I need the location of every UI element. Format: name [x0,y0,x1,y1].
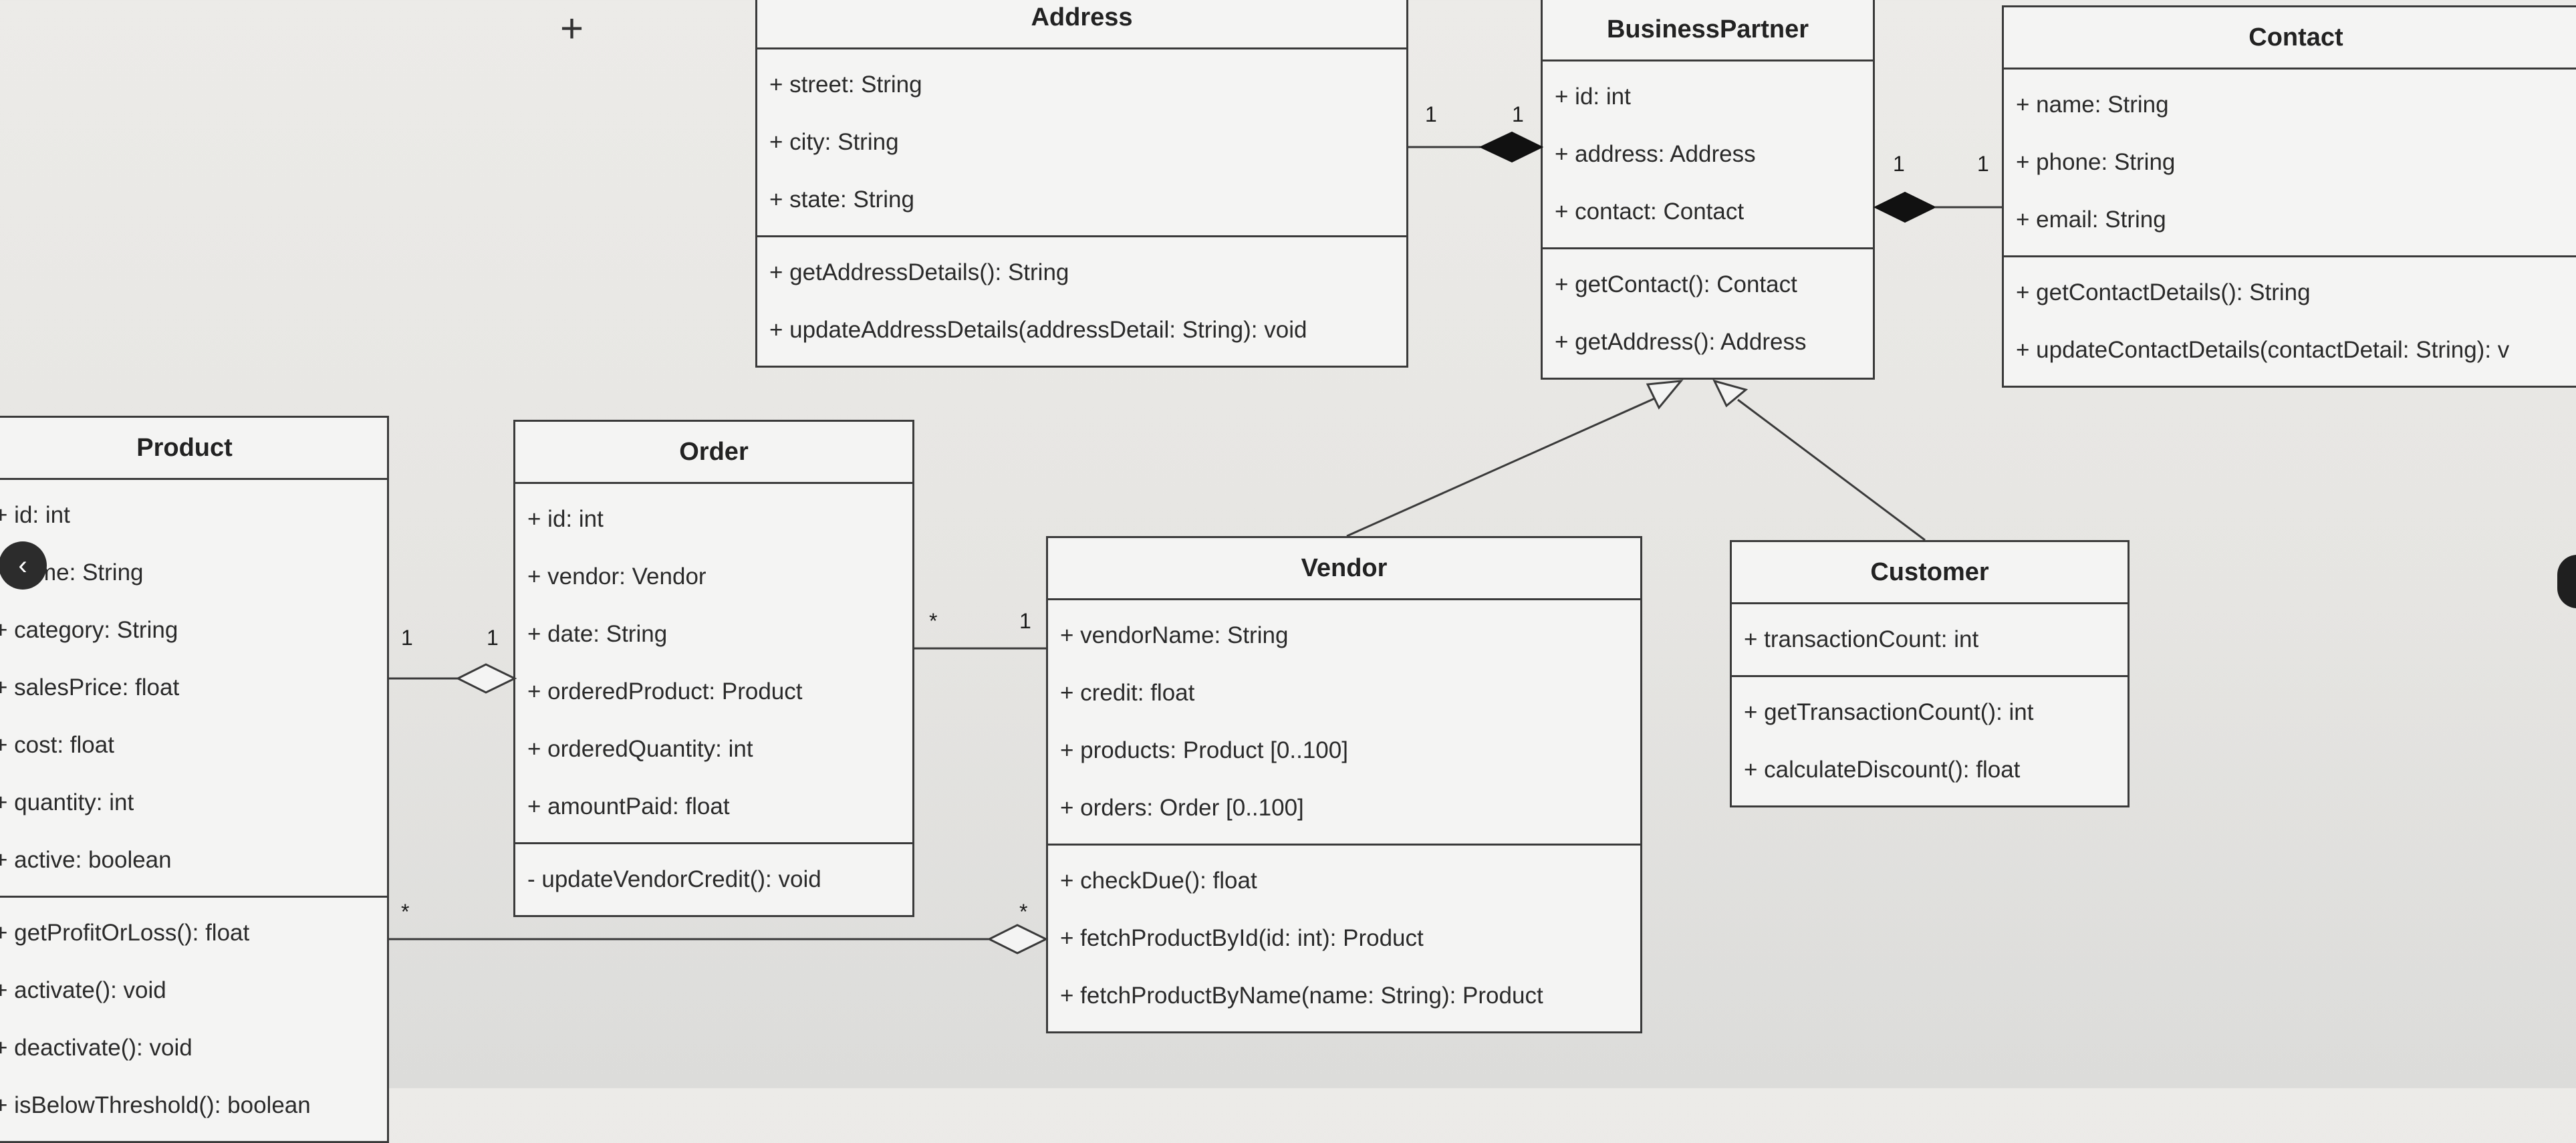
operation-row: + fetchProductById(id: int): Product [1060,925,1424,951]
plus-icon[interactable]: + [560,6,584,51]
operations-section: + getContactDetails(): String + updateCo… [2004,257,2576,386]
class-title: Contact [2004,7,2576,70]
attributes-section: + transactionCount: int [1732,604,2128,677]
attribute-row: + name: String [2016,92,2169,118]
composition-diamond [1478,131,1544,163]
attribute-row: + amountPaid: float [527,793,730,819]
operation-row: + deactivate(): void [0,1035,192,1061]
generalization-arrowhead [1646,380,1684,410]
operation-row: + activate(): void [0,977,166,1003]
class-title: Order [515,422,912,484]
operation-row: + getAddress(): Address [1555,329,1807,355]
attributes-section: + id: int me: String + category: String … [0,480,387,898]
attributes-section: + id: int + vendor: Vendor + date: Strin… [515,484,912,844]
operation-row: + getProfitOrLoss(): float [0,920,250,946]
operation-row: + updateContactDetails(contactDetail: St… [2016,337,2510,363]
aggregation-diamond [455,663,517,694]
class-title: Address [757,0,1406,49]
class-business-partner: BusinessPartner + id: int + address: Add… [1541,0,1875,380]
attribute-row: + products: Product [0..100] [1060,737,1348,763]
generalization-line [1737,398,1926,541]
attribute-row: + category: String [0,617,178,643]
attribute-row: + date: String [527,621,668,647]
attribute-row: me: String [37,559,144,586]
attributes-section: + street: String + city: String + state:… [757,49,1406,237]
attribute-row: + id: int [527,506,604,532]
attribute-row: + cost: float [0,732,114,758]
operations-section: + getContact(): Contact + getAddress(): … [1543,249,1873,378]
attribute-row: + id: int [0,502,70,528]
class-order: Order + id: int + vendor: Vendor + date:… [513,420,914,917]
operation-row: + calculateDiscount(): float [1744,757,2021,783]
class-title: Product [0,418,387,480]
back-icon[interactable]: ‹ [0,541,47,590]
class-customer: Customer + transactionCount: int + getTr… [1730,540,2130,807]
operations-section: + checkDue(): float + fetchProductById(i… [1048,846,1640,1031]
multiplicity-label: * [929,609,937,633]
multiplicity-label: 1 [1977,152,1989,176]
class-product: Product + id: int me: String + category:… [0,416,389,1143]
multiplicity-label: 1 [1425,102,1437,126]
operation-row: + updateAddressDetails(addressDetail: St… [769,317,1307,343]
attribute-row: + contact: Contact [1555,199,1745,225]
attribute-row: + id: int [1555,84,1631,110]
operations-section: + getTransactionCount(): int + calculate… [1732,677,2128,805]
operation-row: + getTransactionCount(): int [1744,699,2034,725]
attributes-section: + id: int + address: Address + contact: … [1543,61,1873,249]
operation-row: + getAddressDetails(): String [769,259,1069,285]
scroll-handle[interactable] [2557,555,2576,608]
attribute-row: + quantity: int [0,789,134,815]
attribute-row: + state: String [769,186,914,213]
class-vendor: Vendor + vendorName: String + credit: fl… [1046,536,1642,1033]
multiplicity-label: * [401,900,409,924]
operation-row: + fetchProductByName(name: String): Prod… [1060,983,1543,1009]
attribute-row: + orderedProduct: Product [527,678,803,705]
operation-row: + getContact(): Contact [1555,271,1797,297]
attributes-section: + vendorName: String + credit: float + p… [1048,600,1640,846]
attributes-section: + name: String + phone: String + email: … [2004,70,2576,257]
attribute-row: + transactionCount: int [1744,626,1979,652]
operation-row: - updateVendorCredit(): void [527,866,821,892]
attribute-row: + salesPrice: float [0,674,180,701]
composition-diamond [1873,191,1937,223]
attribute-row: + city: String [769,129,899,155]
class-title: Customer [1732,542,2128,604]
multiplicity-label: 1 [1019,609,1031,633]
operation-row: + getContactDetails(): String [2016,279,2311,305]
attribute-row: + phone: String [2016,149,2176,175]
class-address: Address + street: String + city: String … [755,0,1408,368]
operations-section: + getAddressDetails(): String + updateAd… [757,237,1406,366]
generalization-arrowhead [1712,379,1749,408]
connector-layer: 1 1 1 1 1 1 * 1 * * [389,102,2002,955]
class-title: Vendor [1048,538,1640,600]
attribute-row: + orders: Order [0..100] [1060,795,1304,821]
operations-section: - updateVendorCredit(): void [515,844,912,915]
multiplicity-label: 1 [401,626,413,650]
attribute-row: + address: Address [1555,141,1756,167]
multiplicity-label: 1 [1512,102,1524,126]
class-contact: Contact + name: String + phone: String +… [2002,5,2576,388]
multiplicity-label: 1 [1893,152,1905,176]
multiplicity-label: * [1019,900,1027,924]
operation-row: + checkDue(): float [1060,868,1257,894]
attribute-row: + credit: float [1060,680,1195,706]
attribute-row: + vendor: Vendor [527,563,706,590]
attribute-row: + email: String [2016,207,2166,233]
attribute-row: + active: boolean [0,847,172,873]
aggregation-diamond [987,924,1049,955]
attribute-row: + orderedQuantity: int [527,736,753,762]
attribute-row: + street: String [769,72,922,98]
class-title: BusinessPartner [1543,0,1873,61]
multiplicity-label: 1 [487,626,499,650]
generalization-line [1346,396,1657,537]
attribute-row: + vendorName: String [1060,622,1289,648]
